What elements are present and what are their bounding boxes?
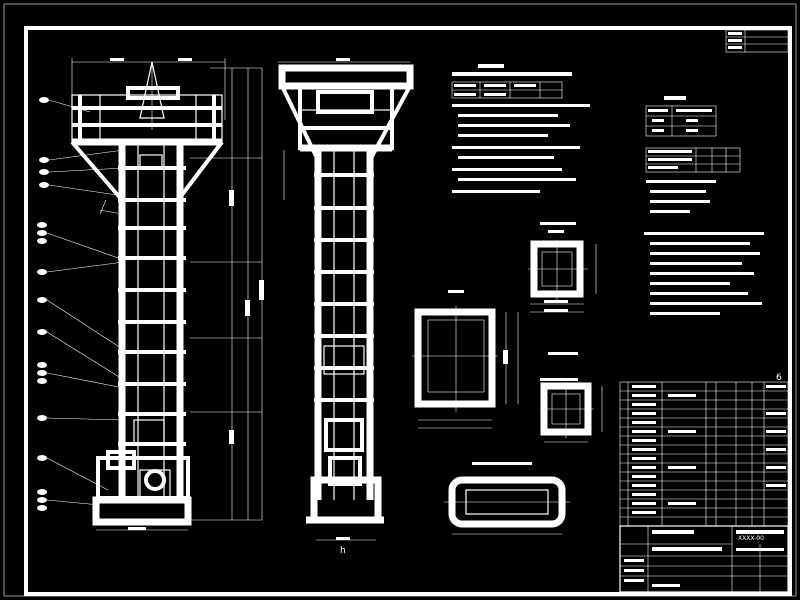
inspection-door-detail xyxy=(444,462,570,535)
drawing-code: XXXX-00 xyxy=(738,535,764,542)
parts-list-table: 6 xyxy=(619,373,789,527)
part-balloons xyxy=(37,97,125,511)
revision-stamp-box xyxy=(725,29,789,53)
parameter-table-2 xyxy=(645,147,741,213)
drawing-frame xyxy=(3,3,797,597)
parameter-table-1 xyxy=(645,96,717,137)
bottom-dimension-mark: h xyxy=(340,546,346,556)
parts-list-rows xyxy=(620,390,788,518)
sheet-number: 6 xyxy=(776,373,782,383)
elevator-front-elevation xyxy=(70,58,264,531)
elevator-side-elevation: h xyxy=(278,58,414,556)
requirements-notes xyxy=(644,232,764,315)
title-block: XXXX-00 xyxy=(619,525,789,593)
technical-notes-block xyxy=(451,64,590,193)
section-detail-a xyxy=(528,222,597,313)
parts-list-cell-marks xyxy=(632,385,786,514)
section-view-large xyxy=(412,290,519,429)
section-detail-b xyxy=(540,352,603,443)
casing-stiffeners xyxy=(118,166,186,446)
side-casing-stiffeners xyxy=(314,173,374,402)
